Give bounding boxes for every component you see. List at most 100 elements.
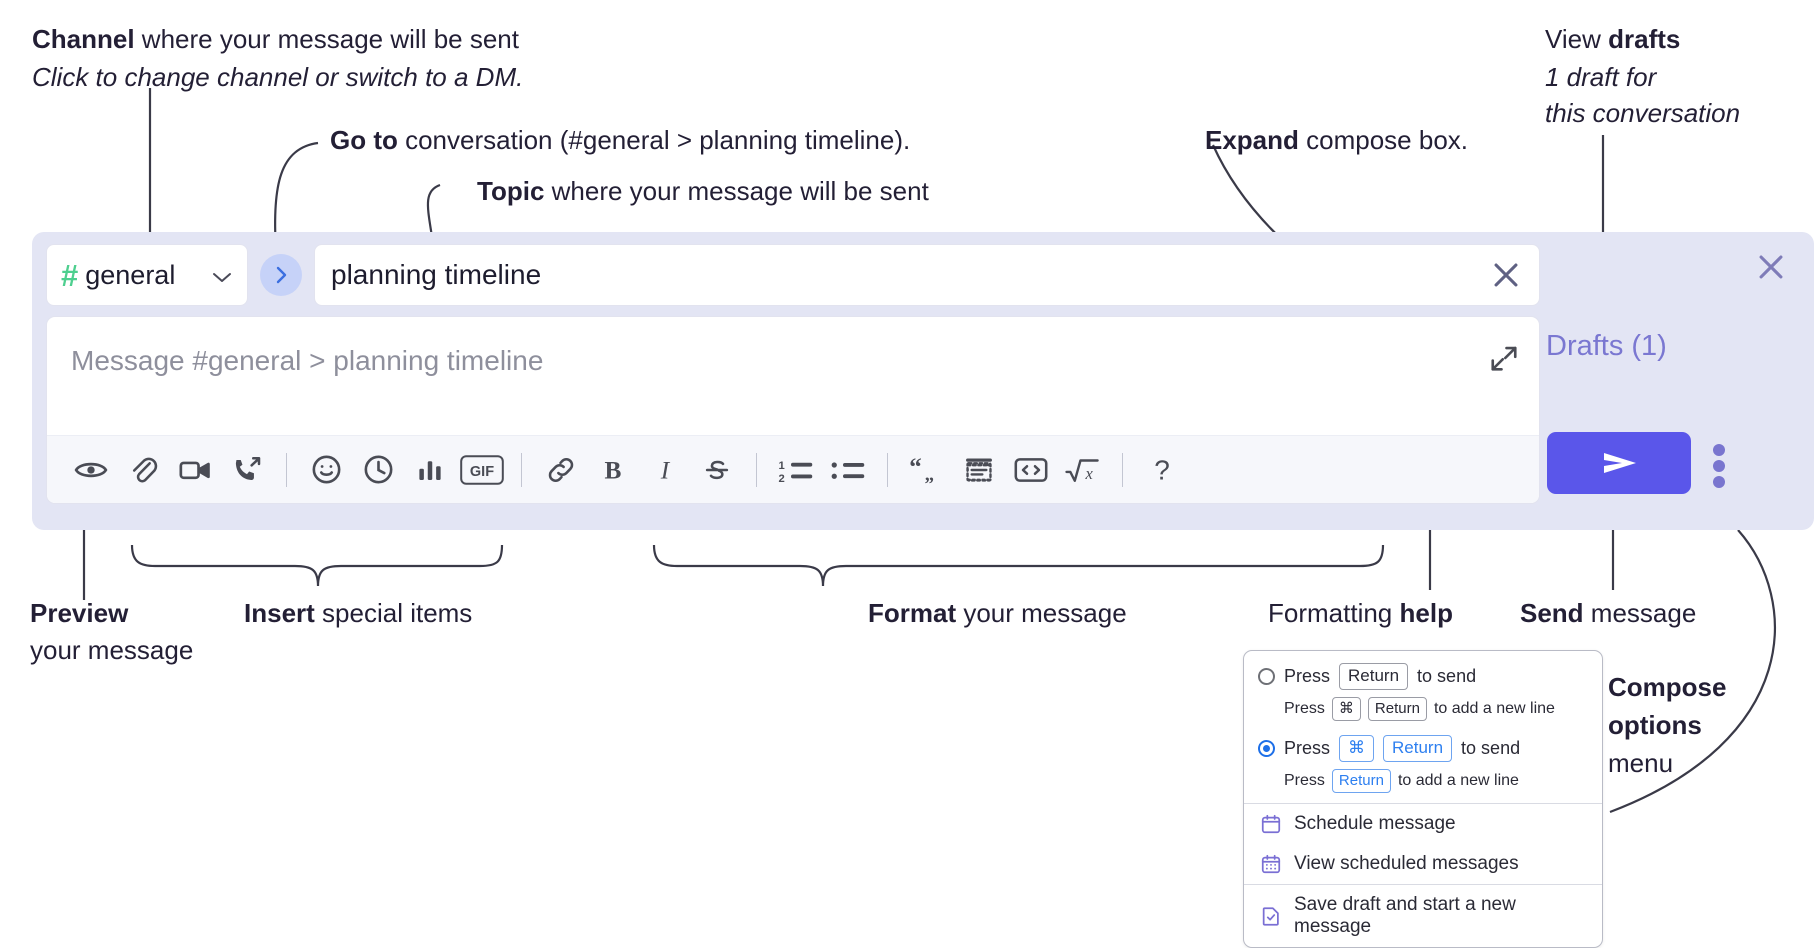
- strikethrough-icon[interactable]: [691, 444, 743, 496]
- option2-sub-pre: Press: [1284, 772, 1325, 790]
- annotation-insert: Insert special items: [244, 598, 473, 628]
- option2-sub-post: to add a new line: [1397, 772, 1519, 790]
- expand-icon[interactable]: [1489, 343, 1519, 373]
- go-to-conversation-button[interactable]: [260, 254, 302, 296]
- calendar-icon: [1260, 813, 1282, 835]
- radio-selected[interactable]: [1258, 740, 1275, 758]
- menu-item-schedule-message[interactable]: Schedule message: [1244, 804, 1602, 844]
- annotation-format: Format your message: [868, 598, 1127, 628]
- toolbar-divider: [887, 452, 888, 487]
- annotation-drafts: View drafts: [1545, 24, 1681, 54]
- emoji-icon[interactable]: [300, 444, 352, 496]
- svg-text:B: B: [605, 456, 622, 484]
- toolbar-divider: [521, 452, 522, 487]
- gif-icon[interactable]: GIF: [456, 444, 508, 496]
- option2-pre: Press: [1284, 738, 1331, 759]
- annotation-send: Send message: [1520, 598, 1697, 628]
- blockquote-icon[interactable]: “ „: [901, 444, 953, 496]
- bulleted-list-icon[interactable]: [822, 444, 874, 496]
- calendar-grid-icon: [1260, 853, 1282, 875]
- clock-icon[interactable]: [352, 444, 404, 496]
- svg-text:“: “: [909, 454, 921, 481]
- annotation-formatting-help: Formatting help: [1268, 598, 1453, 628]
- annotation-expand: Expand compose box.: [1205, 125, 1469, 155]
- channel-select[interactable]: # general: [46, 244, 248, 306]
- option-return-to-send[interactable]: Press Return to send: [1258, 663, 1588, 690]
- annotation-channel-sub: Click to change channel or switch to a D…: [32, 62, 524, 92]
- key-return: Return: [1383, 735, 1453, 763]
- eye-icon[interactable]: [65, 444, 117, 496]
- svg-text:I: I: [660, 456, 671, 484]
- annotation-compose-options-3: menu: [1608, 748, 1674, 778]
- compose-header-row: # general planning timeline: [46, 244, 1540, 306]
- compose-options-menu-button[interactable]: [1709, 440, 1729, 488]
- menu-item-save-draft[interactable]: Save draft and start a new message: [1244, 885, 1602, 947]
- code-icon[interactable]: [1005, 444, 1057, 496]
- paperclip-icon[interactable]: [117, 444, 169, 496]
- compose-options-dropdown: Press Return to send Press ⌘ Return to a…: [1243, 650, 1603, 948]
- compose-panel: # general planning timeline Message #gen…: [32, 232, 1814, 530]
- annotation-compose-options-1: Compose: [1608, 672, 1727, 702]
- menu-item-label: Schedule message: [1294, 813, 1456, 835]
- svg-text:x: x: [1085, 463, 1094, 482]
- svg-text:2: 2: [779, 472, 785, 484]
- math-icon[interactable]: x: [1057, 444, 1109, 496]
- svg-text:„: „: [925, 464, 935, 485]
- bar-chart-icon[interactable]: [404, 444, 456, 496]
- bold-icon[interactable]: B: [587, 444, 639, 496]
- code-block-icon[interactable]: [953, 444, 1005, 496]
- option1-post: to send: [1417, 665, 1477, 686]
- annotation-topic: Topic where your message will be sent: [477, 176, 929, 206]
- toolbar-divider: [756, 452, 757, 487]
- link-icon[interactable]: [535, 444, 587, 496]
- topic-value: planning timeline: [331, 259, 542, 290]
- hash-icon: #: [61, 257, 79, 293]
- drafts-link[interactable]: Drafts (1): [1546, 330, 1667, 362]
- radio-unselected[interactable]: [1258, 667, 1275, 685]
- help-icon[interactable]: ?: [1136, 444, 1188, 496]
- clear-topic-icon[interactable]: [1489, 258, 1523, 292]
- menu-divider: [1244, 803, 1602, 805]
- document-check-icon: [1260, 905, 1282, 927]
- key-return: Return: [1331, 769, 1391, 794]
- italic-icon[interactable]: I: [639, 444, 691, 496]
- menu-item-label: Save draft and start a new message: [1294, 894, 1516, 938]
- close-icon[interactable]: [1754, 250, 1788, 284]
- toolbar-divider: [286, 452, 287, 487]
- key-command: ⌘: [1339, 735, 1375, 763]
- key-command: ⌘: [1331, 696, 1361, 722]
- option1-sub-pre: Press: [1284, 700, 1325, 718]
- message-compose-box[interactable]: Message #general > planning timeline: [46, 316, 1540, 504]
- option1-pre: Press: [1284, 665, 1331, 686]
- annotation-goto: Go to conversation (#general > planning …: [330, 125, 911, 155]
- channel-name: general: [85, 259, 176, 290]
- kebab-dot: [1713, 460, 1725, 472]
- key-return: Return: [1339, 663, 1409, 690]
- topic-input[interactable]: planning timeline: [314, 244, 1540, 306]
- compose-inner: # general planning timeline Message #gen…: [46, 244, 1540, 504]
- kebab-dot: [1713, 444, 1725, 456]
- annotation-preview: Preview: [30, 598, 129, 628]
- option1-sub-post: to add a new line: [1433, 700, 1555, 718]
- svg-text:1: 1: [779, 459, 785, 471]
- annotation-drafts-sub1: 1 draft for: [1545, 62, 1657, 92]
- option2-post: to send: [1461, 738, 1521, 759]
- formatting-toolbar: GIF B: [47, 435, 1539, 503]
- annotation-preview-sub: your message: [30, 635, 194, 665]
- send-button[interactable]: [1547, 432, 1691, 494]
- send-behavior-options: Press Return to send Press ⌘ Return to a…: [1244, 651, 1602, 803]
- menu-item-label: View scheduled messages: [1294, 853, 1519, 875]
- option2-hint: Press Return to add a new line: [1284, 769, 1588, 794]
- toolbar-divider: [1122, 452, 1123, 487]
- video-camera-icon[interactable]: [169, 444, 221, 496]
- menu-item-view-scheduled-messages[interactable]: View scheduled messages: [1244, 844, 1602, 884]
- svg-text:?: ?: [1154, 454, 1170, 485]
- option-cmd-return-to-send[interactable]: Press ⌘ Return to send: [1258, 735, 1588, 763]
- message-placeholder: Message #general > planning timeline: [71, 345, 544, 376]
- ordered-list-icon[interactable]: 1 2: [770, 444, 822, 496]
- key-return: Return: [1367, 696, 1427, 722]
- kebab-dot: [1713, 476, 1725, 488]
- annotation-compose-options-2: options: [1608, 710, 1702, 740]
- phone-arrow-icon[interactable]: [221, 444, 273, 496]
- annotation-channel: Channel where your message will be sent: [32, 24, 519, 54]
